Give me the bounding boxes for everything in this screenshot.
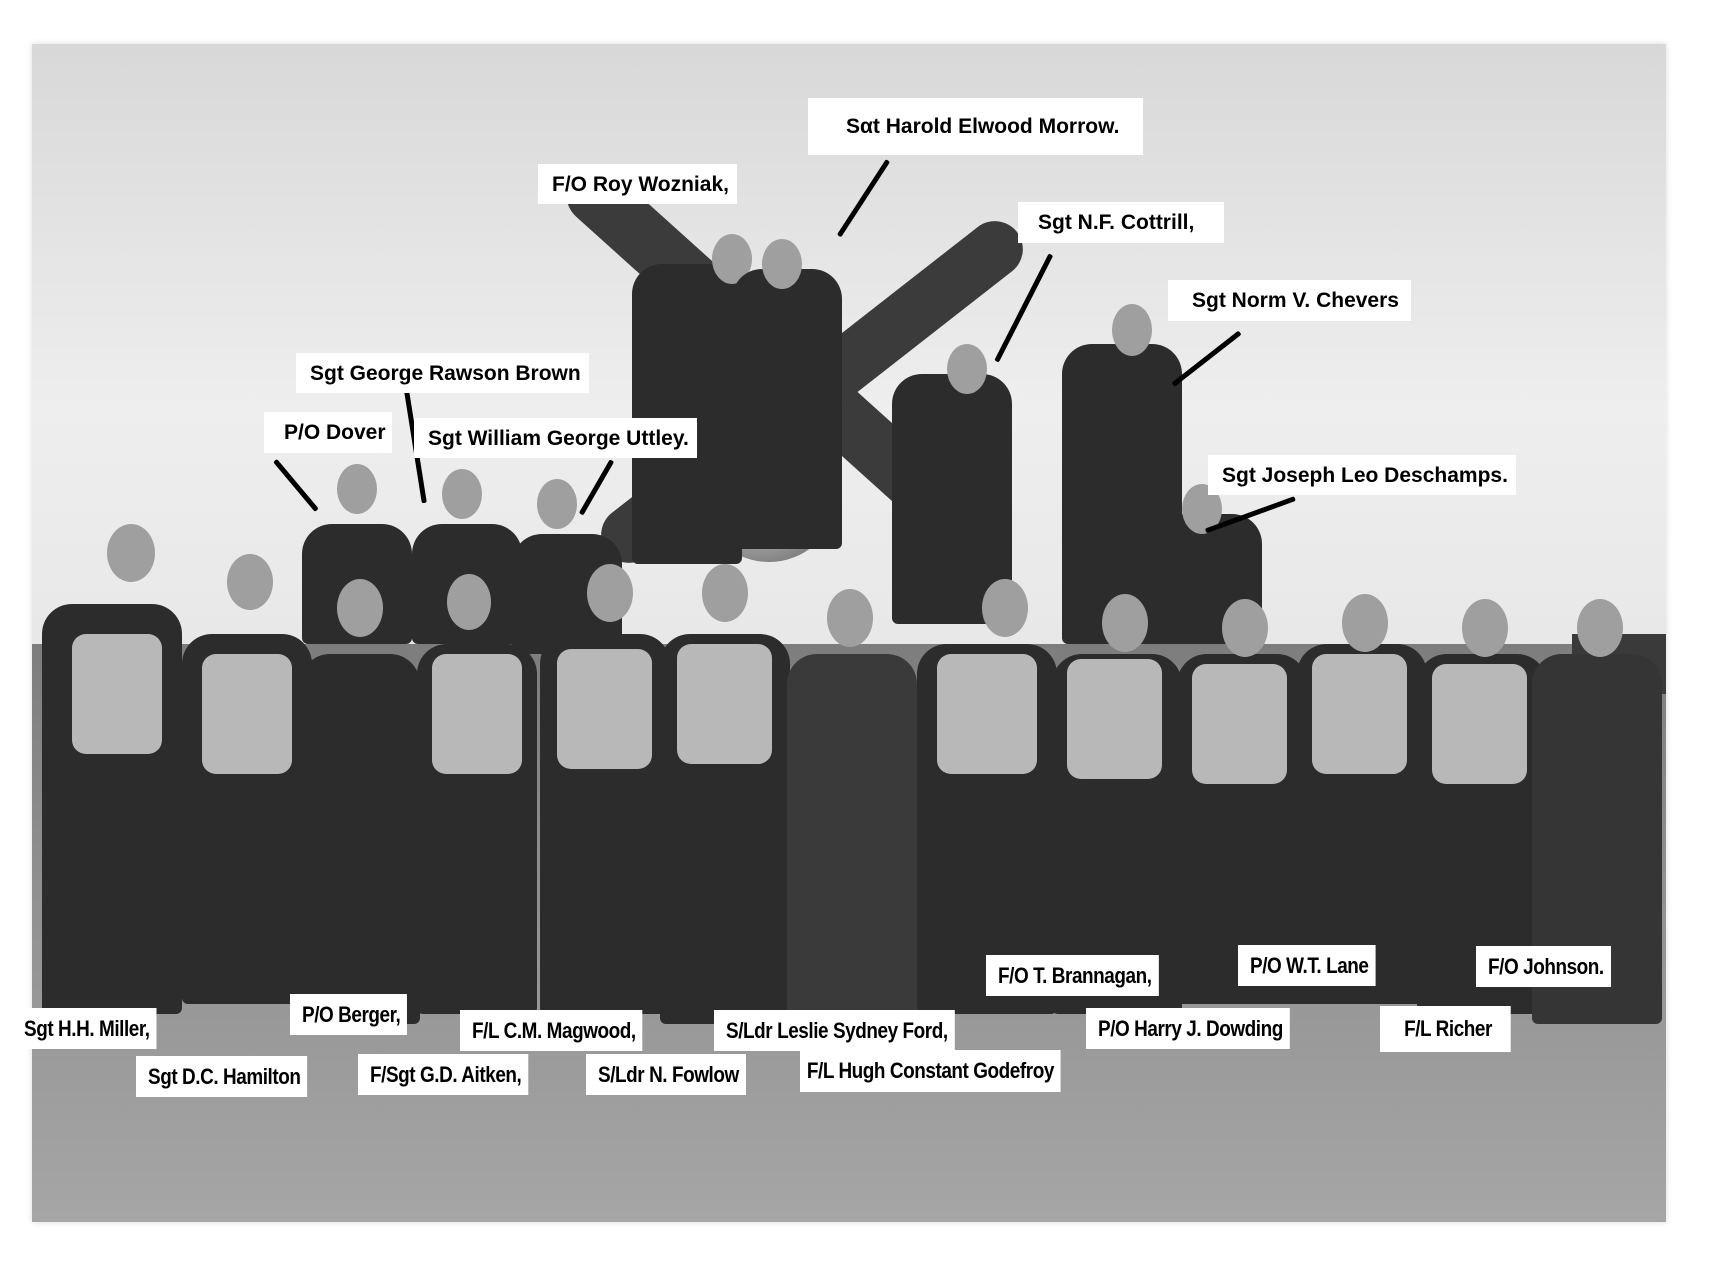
person-head [702,564,748,622]
life-vest [557,649,652,769]
person-figure [787,654,917,1044]
name-label-aitken: F/Sgt G.D. Aitken, [358,1054,529,1095]
name-label-morrow: Sαt Harold Elwood Morrow. [808,98,1144,155]
person-head [442,469,482,519]
name-label-dowding: P/O Harry J. Dowding [1086,1008,1290,1049]
life-vest [432,654,522,774]
name-label-magwood: F/L C.M. Magwood, [460,1010,643,1051]
person-head [1222,599,1268,657]
life-vest [1192,664,1287,784]
life-vest [1432,664,1527,784]
person-head [1102,594,1148,652]
person-figure [300,654,420,1024]
person-head [762,239,802,289]
name-label-fowlow: S/Ldr N. Fowlow [586,1054,746,1095]
name-label-uttley: Sgt William George Uttley. [414,418,697,458]
life-vest [1067,659,1162,779]
group-photograph [32,44,1666,1222]
person-head [107,524,155,582]
person-head [337,464,377,514]
person-head [337,579,383,637]
person-head [1342,594,1388,652]
name-label-chevers: Sgt Norm V. Chevers [1168,280,1411,321]
person-head [537,479,577,529]
person-head [587,564,633,622]
life-vest [72,634,162,754]
person-head [827,589,873,647]
name-label-hamilton: Sgt D.C. Hamilton [136,1056,308,1097]
person-head [982,579,1028,637]
name-label-richer: F/L Richer [1380,1006,1511,1052]
name-label-cottrill: Sgt N.F. Cottrill, [1018,202,1225,243]
person-head [227,554,273,610]
person-figure [732,269,842,549]
name-label-brannagan: F/O T. Brannagan, [986,955,1159,996]
name-label-dover: P/O Dover [264,412,392,453]
name-label-lane: P/O W.T. Lane [1238,945,1376,986]
person-head [947,344,987,394]
life-vest [1312,654,1407,774]
name-label-deschamps: Sgt Joseph Leo Deschamps. [1208,455,1516,495]
name-label-brown: Sgt George Rawson Brown [296,353,589,393]
name-label-berger: P/O Berger, [290,994,408,1035]
life-vest [677,644,772,764]
person-head [1112,304,1152,356]
person-head [447,574,491,630]
name-label-miller: Sgt H.H. Miller, [12,1008,157,1049]
person-head [1462,599,1508,657]
name-label-ford: S/Ldr Leslie Sydney Ford, [714,1010,955,1051]
name-label-wozniak: F/O Roy Wozniak, [538,164,737,204]
life-vest [937,654,1037,774]
person-figure [632,264,742,564]
life-vest [202,654,292,774]
name-label-godefroy: F/L Hugh Constant Godefroy [800,1050,1061,1092]
person-head [1577,599,1623,657]
name-label-johnson: F/O Johnson. [1476,946,1611,987]
